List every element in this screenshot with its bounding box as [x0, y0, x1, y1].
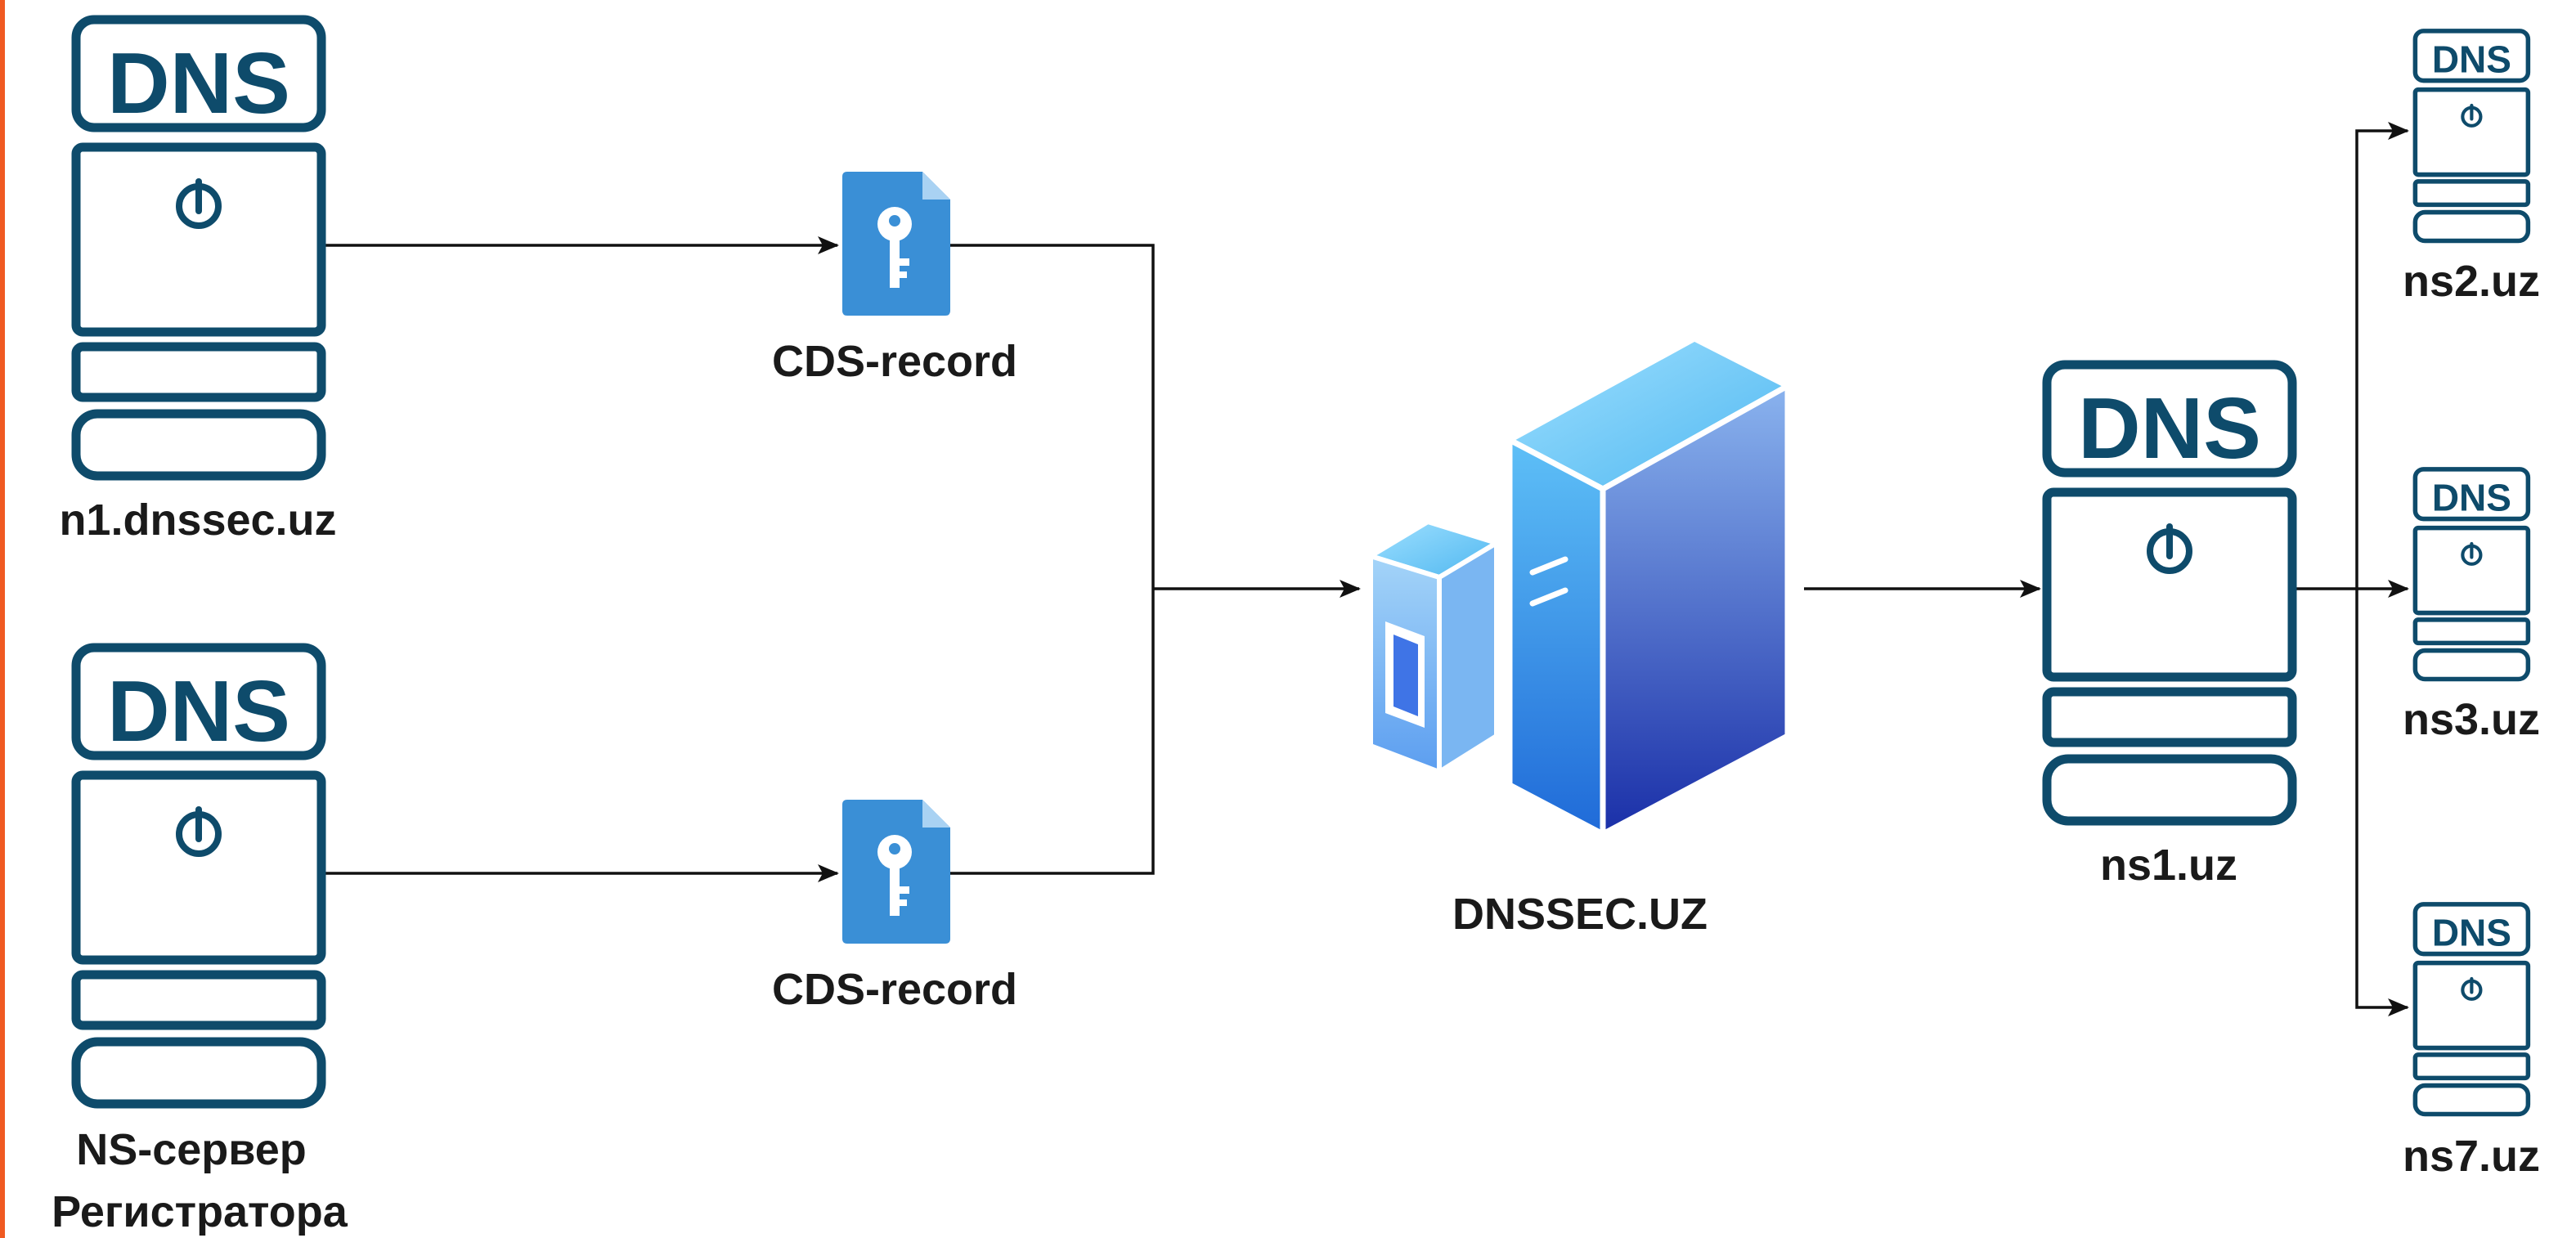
- dns-server-n1: DNS: [71, 15, 326, 481]
- dns-server-registrar: DNS: [71, 643, 326, 1109]
- connector-branch-to-ns7: [2355, 589, 2409, 1016]
- ns7-label: ns7.uz: [2403, 1132, 2540, 1181]
- left-edge-accent: [0, 0, 5, 1238]
- ns2-label: ns2.uz: [2403, 257, 2540, 306]
- dns-server-ns2: DNS: [2412, 29, 2531, 244]
- dns-server-ns7: DNS: [2412, 902, 2531, 1117]
- dns-server-icon: [2042, 360, 2297, 826]
- dns-server-icon: [2412, 467, 2531, 682]
- dns-badge-text: DNS: [2432, 911, 2511, 953]
- dns-badge-text: DNS: [2432, 476, 2511, 518]
- dns-server-icon: [2412, 29, 2531, 244]
- dns-server-icon: [2412, 902, 2531, 1117]
- cds-record-top: [842, 172, 950, 316]
- dns-badge-text: DNS: [2078, 380, 2261, 477]
- dns-server-icon: [71, 643, 326, 1109]
- connector-cds-top-to-junction: [949, 244, 1155, 589]
- connector-cds-bottom-to-junction: [949, 589, 1155, 875]
- registrar-label-line2: Регистратора: [52, 1187, 348, 1236]
- isometric-server-icon: [1364, 335, 1794, 839]
- ns1-label: ns1.uz: [2100, 841, 2237, 890]
- dns-badge-text: DNS: [2432, 38, 2511, 80]
- cds-record-top-label: CDS-record: [772, 337, 1017, 386]
- key-document-icon: [842, 172, 950, 316]
- dns-server-icon: [71, 15, 326, 481]
- connectors: [324, 122, 2409, 1016]
- cds-record-bottom-label: CDS-record: [772, 965, 1017, 1014]
- dnssec-label: DNSSEC.UZ: [1452, 890, 1708, 939]
- key-document-icon: [842, 800, 950, 944]
- connector-branch-to-ns2: [2355, 122, 2409, 589]
- dns-badge-text: DNS: [107, 35, 290, 132]
- ns3-label: ns3.uz: [2403, 695, 2540, 744]
- dns-badge-text: DNS: [107, 663, 290, 760]
- power-icon: [2147, 523, 2192, 574]
- power-icon: [2461, 103, 2483, 128]
- dns-server-ns3: DNS: [2412, 467, 2531, 682]
- power-icon: [2461, 541, 2483, 566]
- registrar-label-line1: NS-сервер: [76, 1125, 307, 1174]
- cds-record-bottom: [842, 800, 950, 944]
- power-icon: [176, 806, 222, 857]
- power-icon: [2461, 976, 2483, 1001]
- dns-server-ns1: DNS: [2042, 360, 2297, 826]
- power-icon: [176, 178, 222, 229]
- n1-label: n1.dnssec.uz: [59, 496, 336, 545]
